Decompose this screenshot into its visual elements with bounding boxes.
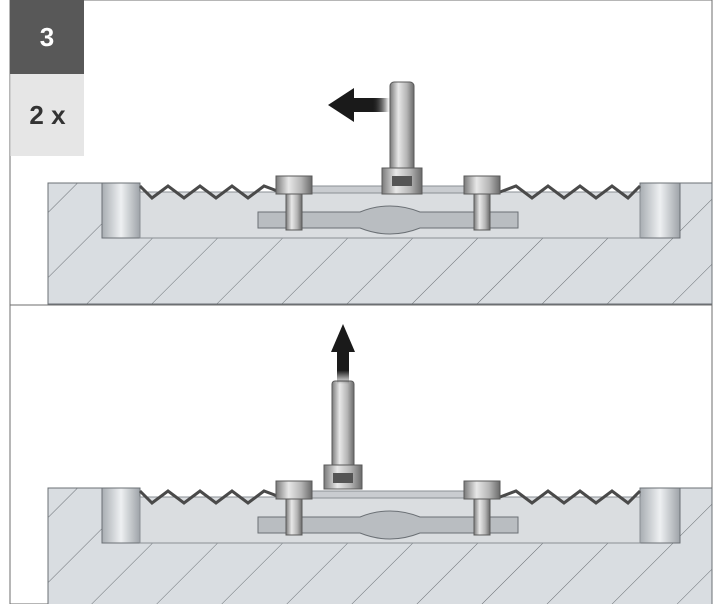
quantity-label: 2 x: [29, 99, 66, 130]
quantity-badge: 2 x: [10, 74, 84, 156]
step-number-badge: 3: [10, 0, 84, 74]
arrow-left-icon: [328, 88, 390, 122]
bottom-panel: [46, 380, 714, 604]
top-base-assembly: [46, 174, 714, 306]
step-number: 3: [39, 21, 55, 52]
bottom-pin: [323, 380, 363, 490]
top-panel: [46, 81, 714, 306]
bottom-base-assembly: [46, 479, 714, 604]
top-pin: [381, 81, 423, 195]
arrow-up-icon: [331, 324, 355, 384]
